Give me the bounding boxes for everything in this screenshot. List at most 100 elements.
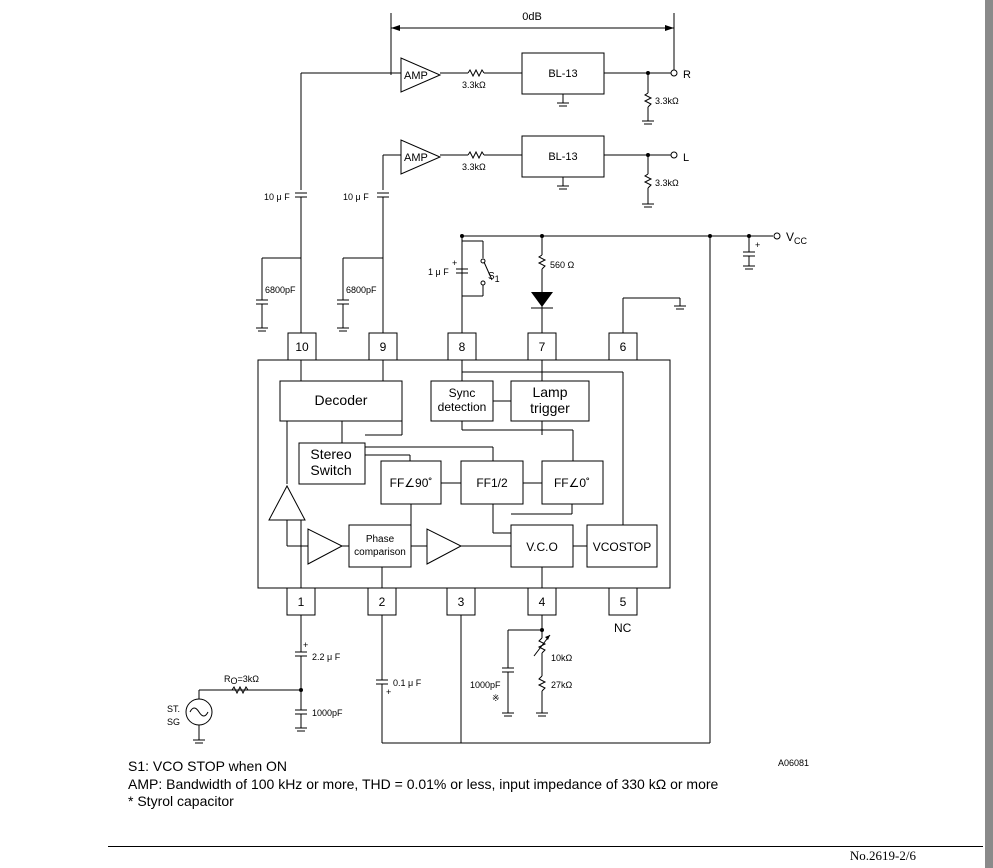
amp-l	[400, 139, 442, 175]
resistor-560	[537, 254, 547, 270]
cap-1000pf-input-label: 1000pF	[312, 708, 343, 718]
decoder-block	[279, 380, 403, 422]
res-l-load-label: 3.3kΩ	[655, 178, 679, 188]
pin10-9-network: 10 μ F 10 μ F 6800pF 6800pF	[256, 192, 389, 333]
bl13-l	[521, 135, 605, 178]
bottom-network: + 2.2 μ F 1000pF RO=3kΩ ST. SG + 0.1 μ F	[167, 615, 710, 744]
pin-10	[287, 332, 317, 361]
cap-6800-pin9-label: 6800pF	[346, 285, 377, 295]
top-pins: 10 9 8 7 6	[287, 332, 638, 361]
nc-label: NC	[614, 621, 632, 635]
gain-dimension: 0dB	[390, 11, 675, 75]
output-l-label: L	[683, 152, 689, 164]
bl13-l-label: BL-13	[548, 151, 577, 163]
gain-label: 0dB	[522, 11, 542, 23]
l-channel: AMP 3.3kΩ BL-13 L 3.3kΩ	[382, 135, 689, 208]
lamp-led	[531, 292, 553, 307]
cap-22uf-label: 2.2 μ F	[312, 652, 341, 662]
amp-l-label: AMP	[404, 152, 428, 164]
svg-text:Phase: Phase	[366, 534, 395, 545]
svg-text:10: 10	[295, 340, 309, 354]
svg-text:4: 4	[539, 595, 546, 609]
svg-text:5: 5	[620, 595, 627, 609]
switch-s1	[483, 261, 493, 281]
svg-text:3: 3	[458, 595, 465, 609]
cap-1000pf-vco-label: 1000pF	[470, 680, 501, 690]
cap-10uf-pin10-label: 10 μ F	[264, 192, 290, 202]
svg-text:Decoder: Decoder	[315, 392, 368, 408]
svg-text:comparison: comparison	[354, 547, 406, 558]
lamp-trigger-block	[510, 380, 590, 422]
ff0-block	[541, 460, 604, 505]
loop-amp-triangle	[426, 528, 463, 565]
bl13-r-label: BL-13	[548, 68, 577, 80]
res-l-series-label: 3.3kΩ	[462, 162, 486, 172]
pin-6	[608, 332, 638, 361]
res-r-series-label: 3.3kΩ	[462, 80, 486, 90]
note-amp: AMP: Bandwidth of 100 kHz or more, THD =…	[128, 776, 719, 792]
res-27k-label: 27kΩ	[551, 680, 573, 690]
svg-text:Lamp: Lamp	[532, 384, 567, 400]
pin-5	[608, 587, 638, 616]
svg-text:+: +	[452, 258, 457, 268]
resistor-27k	[537, 675, 547, 692]
output-r-label: R	[683, 69, 691, 81]
amp-r-label: AMP	[404, 70, 428, 82]
phase-comparison-block	[348, 524, 412, 568]
vcostop-block	[586, 524, 658, 568]
page-number: No.2619-2/6	[849, 848, 916, 863]
footer-rule	[108, 846, 983, 847]
vcc-label: VCC	[786, 230, 808, 246]
internal-wiring	[286, 360, 624, 588]
vco-block	[510, 524, 574, 568]
note-s1: S1: VCO STOP when ON	[128, 758, 287, 774]
ff-half-block	[460, 460, 524, 505]
svg-text:6: 6	[620, 340, 627, 354]
styrol-mark: ※	[492, 693, 500, 703]
ff90-block	[380, 460, 442, 505]
amp-r	[400, 57, 442, 93]
st-label-2: SG	[167, 717, 180, 727]
bottom-pins: 1 2 3 4 5 NC	[286, 587, 638, 635]
svg-text:Sync: Sync	[449, 386, 476, 400]
cap-6800-pin10-label: 6800pF	[265, 285, 296, 295]
resistor-l-series	[467, 150, 485, 160]
r-channel: AMP 3.3kΩ BL-13 R 3.3kΩ	[300, 52, 691, 190]
svg-text:VCOSTOP: VCOSTOP	[593, 540, 651, 554]
input-amp-triangle	[307, 528, 344, 565]
svg-text:Switch: Switch	[310, 462, 351, 478]
res-560-label: 560 Ω	[550, 260, 575, 270]
figure-id: A06081	[778, 758, 809, 768]
svg-text:FF1/2: FF1/2	[476, 476, 508, 490]
svg-text:+: +	[303, 640, 308, 650]
res-10k-label: 10kΩ	[551, 653, 573, 663]
vcc-terminal	[773, 232, 781, 240]
res-r-load-label: 3.3kΩ	[655, 96, 679, 106]
pin-8	[447, 332, 477, 361]
buffer-amp-triangle	[268, 484, 306, 521]
svg-text:7: 7	[539, 340, 546, 354]
resistor-r-series	[467, 68, 485, 78]
switch-s1-label: S1	[488, 271, 500, 284]
svg-text:1: 1	[298, 595, 305, 609]
svg-text:+: +	[755, 240, 760, 250]
vcc-network: VCC + + 1 μ F S1 560 Ω	[428, 230, 808, 743]
resistor-r-load	[643, 92, 653, 108]
svg-text:FF∠90˚: FF∠90˚	[390, 476, 433, 490]
svg-text:trigger: trigger	[530, 400, 570, 416]
output-l-terminal	[670, 151, 678, 159]
svg-text:8: 8	[459, 340, 466, 354]
svg-text:+: +	[386, 687, 391, 697]
svg-text:V.C.O: V.C.O	[526, 540, 558, 554]
note-styrol: * Styrol capacitor	[128, 793, 234, 809]
svg-text:9: 9	[380, 340, 387, 354]
stereo-switch-block	[298, 442, 366, 485]
internal-blocks: Decoder Sync detection Lamp trigger Ster…	[268, 380, 658, 568]
ro-label: RO=3kΩ	[224, 674, 259, 686]
svg-text:FF∠0˚: FF∠0˚	[554, 476, 590, 490]
svg-text:Stereo: Stereo	[310, 446, 351, 462]
svg-text:2: 2	[379, 595, 386, 609]
